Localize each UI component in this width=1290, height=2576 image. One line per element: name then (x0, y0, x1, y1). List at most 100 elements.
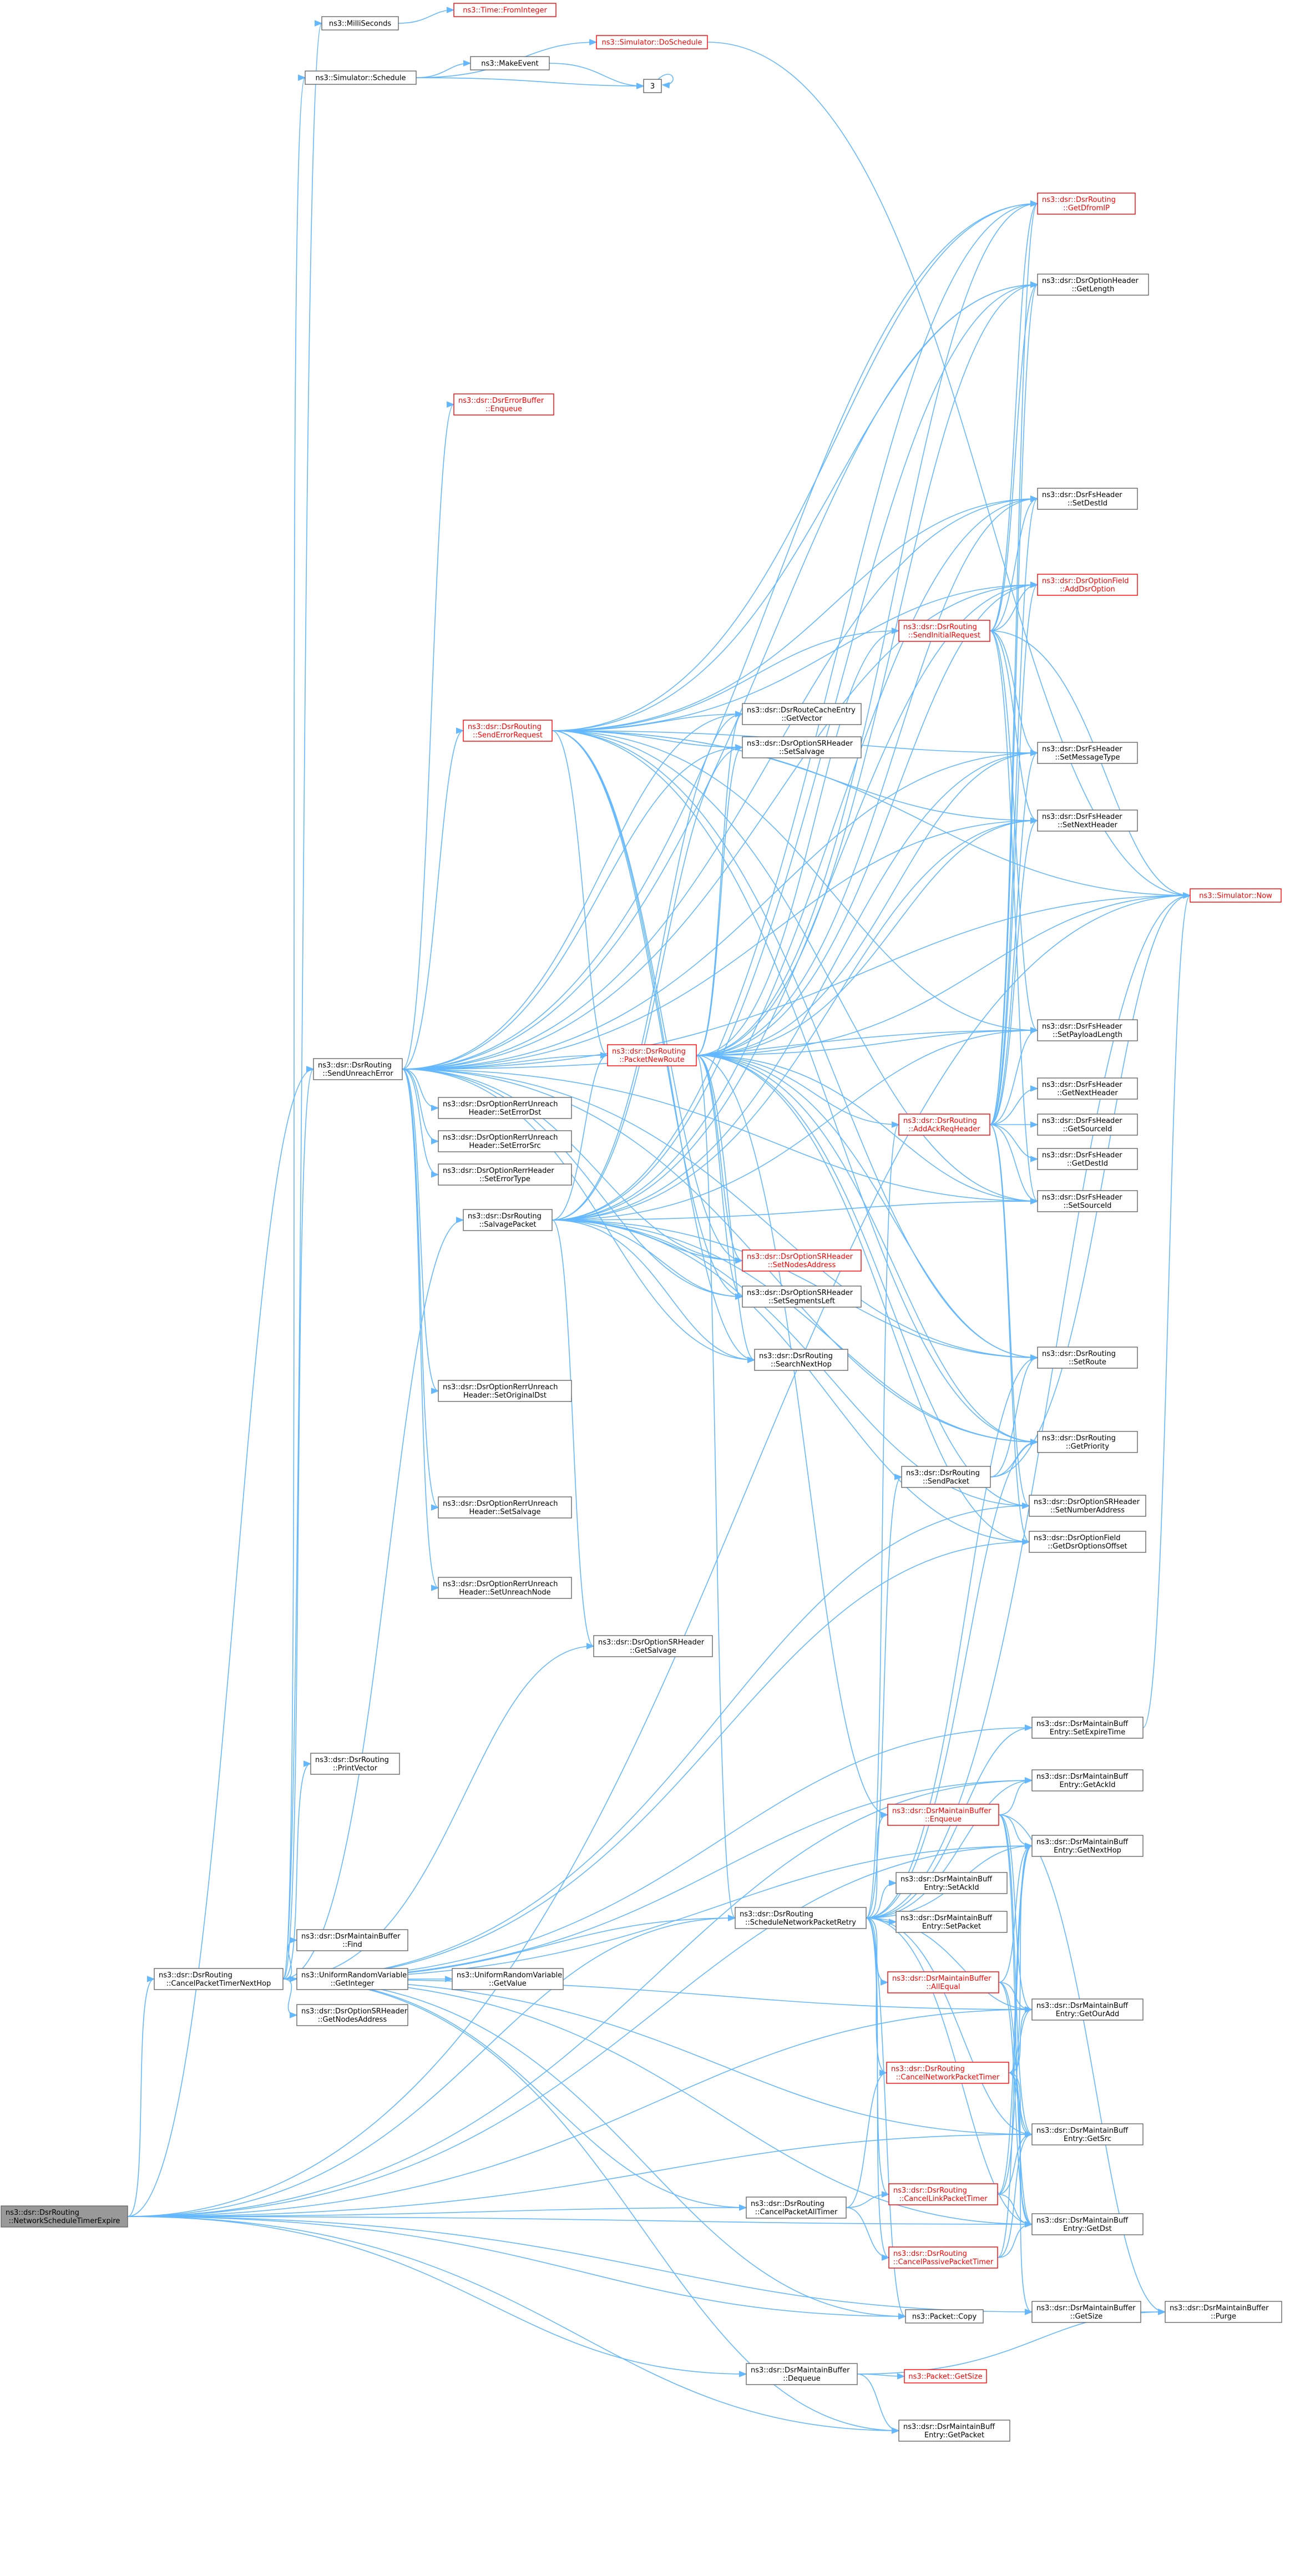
node-ssid[interactable]: ns3::dsr::DsrFsHeader::SetSourceId (1037, 1190, 1138, 1212)
node-cnpt[interactable]: ns3::dsr::DsrRouting::CancelNetworkPacke… (886, 2062, 1009, 2084)
node-capt[interactable]: ns3::dsr::DsrRouting::CancelPacketAllTim… (746, 2197, 847, 2219)
node-sroute[interactable]: ns3::dsr::DsrRouting::SetRoute (1037, 1347, 1138, 1369)
node-snh[interactable]: ns3::dsr::DsrFsHeader::SetNextHeader (1037, 809, 1138, 832)
node-mkev[interactable]: ns3::MakeEvent (470, 56, 550, 70)
node-sims[interactable]: ns3::Simulator::Schedule (305, 70, 417, 85)
edge-aarh-to-smt (989, 750, 1039, 1125)
edge-ser-to-pnr (552, 730, 609, 1059)
node-box (607, 1044, 697, 1066)
node-gsalv[interactable]: ns3::dsr::DsrOptionSRHeader::GetSalvage (593, 1635, 713, 1657)
edge-mkev-to-three (549, 63, 645, 89)
node-gsid[interactable]: ns3::dsr::DsrFsHeader::GetSourceId (1037, 1114, 1138, 1136)
node-getint[interactable]: ns3::UniformRandomVariable::GetInteger (296, 1968, 408, 1990)
node-tfi[interactable]: ns3::Time::FromInteger (453, 3, 557, 17)
node-label-line: ::SetDestId (1068, 499, 1107, 508)
node-ohlen[interactable]: ns3::dsr::DsrOptionHeader::GetLength (1037, 274, 1149, 296)
node-srsalv[interactable]: ns3::dsr::DsrOptionSRHeader::SetSalvage (742, 736, 862, 758)
node-smt[interactable]: ns3::dsr::DsrFsHeader::SetMessageType (1037, 742, 1138, 764)
node-getdfip[interactable]: ns3::dsr::DsrRouting::GetDfromIP (1037, 193, 1136, 215)
node-rcgv[interactable]: ns3::dsr::DsrRouteCacheEntry::GetVector (742, 703, 862, 725)
node-salvp[interactable]: ns3::dsr::DsrRouting::SalvagePacket (463, 1209, 553, 1231)
node-copy[interactable]: ns3::Packet::Copy (905, 2309, 984, 2324)
node-sod[interactable]: ns3::dsr::DsrOptionRerrUnreachHeader::Se… (438, 1380, 572, 1402)
node-sir[interactable]: ns3::dsr::DsrRouting::SendInitialRequest (898, 620, 990, 642)
node-pgsize[interactable]: ns3::Packet::GetSize (904, 2369, 987, 2383)
node-ssegl[interactable]: ns3::dsr::DsrOptionSRHeader::SetSegments… (742, 1286, 862, 1308)
node-purge[interactable]: ns3::dsr::DsrMaintainBuffer::Purge (1165, 2301, 1282, 2323)
node-gprio[interactable]: ns3::dsr::DsrRouting::GetPriority (1037, 1431, 1138, 1453)
node-cppt[interactable]: ns3::dsr::DsrRouting::CancelPassivePacke… (888, 2246, 998, 2269)
node-gdid[interactable]: ns3::dsr::DsrFsHeader::GetDestId (1037, 1148, 1138, 1170)
node-label-line: ::SetSegmentsLeft (768, 1297, 835, 1305)
node-pvec[interactable]: ns3::dsr::DsrRouting::PrintVector (310, 1753, 400, 1775)
node-label-line: Entry::GetAckId (1060, 1781, 1116, 1789)
node-spl[interactable]: ns3::dsr::DsrFsHeader::SetPayloadLength (1037, 1019, 1138, 1041)
edge-cppt-to-gsrc (997, 2131, 1033, 2258)
node-three[interactable]: 3 (643, 79, 662, 93)
node-pnr[interactable]: ns3::dsr::DsrRouting::PacketNewRoute (607, 1044, 697, 1066)
node-gsize[interactable]: ns3::dsr::DsrMaintainBuffer::GetSize (1031, 2301, 1141, 2323)
node-rsalv[interactable]: ns3::dsr::DsrOptionRerrUnreachHeader::Se… (438, 1496, 572, 1519)
node-label-line: ::CancelLinkPacketTimer (899, 2195, 988, 2203)
node-gours[interactable]: ns3::dsr::DsrMaintainBuffEntry::GetOurAd… (1031, 1998, 1144, 2021)
node-snhop[interactable]: ns3::dsr::DsrRouting::SearchNextHop (754, 1349, 848, 1371)
edge-cpt-to-gsrc (282, 1978, 1033, 2138)
node-ms[interactable]: ns3::MilliSeconds (321, 16, 399, 31)
node-label-line: ::GetDfromIP (1063, 204, 1110, 212)
node-gnhop[interactable]: ns3::dsr::DsrMaintainBuffEntry::GetNextH… (1031, 1835, 1144, 1857)
node-root[interactable]: ns3::dsr::DsrRouting::NetworkScheduleTim… (1, 2205, 128, 2228)
node-allequal[interactable]: ns3::dsr::DsrMaintainBuffer::AllEqual (887, 1971, 999, 1993)
node-mbenq[interactable]: ns3::dsr::DsrMaintainBuffer::Enqueue (887, 1804, 999, 1826)
edge-seu-to-setdest (402, 495, 1039, 1070)
node-sexp[interactable]: ns3::dsr::DsrMaintainBuffEntry::SetExpir… (1031, 1717, 1144, 1739)
edge-seu-to-getdfip (402, 200, 1039, 1070)
node-gdoo[interactable]: ns3::dsr::DsrOptionField::GetDsrOptionsO… (1029, 1531, 1146, 1553)
edge-sims-to-mkev (416, 60, 472, 78)
node-box (1029, 1495, 1146, 1517)
node-spkt[interactable]: ns3::dsr::DsrMaintainBuffEntry::SetPacke… (896, 1911, 1008, 1933)
node-deq[interactable]: ns3::dsr::DsrMaintainBuffer::Dequeue (746, 2363, 858, 2385)
edge-salvp-to-snh (552, 817, 1039, 1221)
node-snpr[interactable]: ns3::dsr::DsrRouting::ScheduleNetworkPac… (735, 1907, 867, 1929)
node-snodes[interactable]: ns3::dsr::DsrOptionSRHeader::SetNodesAdd… (742, 1249, 862, 1272)
node-sendp[interactable]: ns3::dsr::DsrRouting::SendPacket (901, 1466, 991, 1488)
node-box (746, 2197, 847, 2219)
node-ser[interactable]: ns3::dsr::DsrRouting::SendErrorRequest (463, 720, 553, 742)
node-gpkt[interactable]: ns3::dsr::DsrMaintainBuffEntry::GetPacke… (898, 2420, 1010, 2442)
node-sun[interactable]: ns3::dsr::DsrOptionRerrUnreachHeader::Se… (438, 1577, 572, 1599)
node-serrtype[interactable]: ns3::dsr::DsrOptionRerrHeader::SetErrorT… (438, 1163, 572, 1186)
node-clpt[interactable]: ns3::dsr::DsrRouting::CancelLinkPacketTi… (888, 2183, 998, 2205)
node-label-line: ns3::Simulator::Now (1199, 892, 1272, 900)
node-label-line: ns3::dsr::DsrMaintainBuff (901, 1875, 993, 1884)
node-gnodes[interactable]: ns3::dsr::DsrOptionSRHeader::GetNodesAdd… (296, 2004, 408, 2026)
edge-sims-to-three (416, 77, 645, 89)
node-getval[interactable]: ns3::UniformRandomVariable::GetValue (452, 1968, 564, 1990)
node-now[interactable]: ns3::Simulator::Now (1190, 888, 1282, 903)
node-snumaddr[interactable]: ns3::dsr::DsrOptionSRHeader::SetNumberAd… (1029, 1495, 1146, 1517)
edge-clpt-to-gours (997, 2006, 1033, 2195)
edge-pnr-to-snhop (696, 1055, 756, 1363)
node-addopt[interactable]: ns3::dsr::DsrOptionField::AddDsrOption (1037, 574, 1138, 596)
node-box (742, 736, 862, 758)
node-dosch[interactable]: ns3::Simulator::DoSchedule (596, 35, 708, 49)
node-find[interactable]: ns3::dsr::DsrMaintainBuffer::Find (296, 1929, 408, 1951)
node-aarh[interactable]: ns3::dsr::DsrRouting::AddAckReqHeader (898, 1114, 990, 1136)
node-cpt[interactable]: ns3::dsr::DsrRouting::CancelPacketTimerN… (154, 1968, 284, 1990)
edge-snpr-to-sendp (866, 1474, 903, 1919)
node-serrsrc[interactable]: ns3::dsr::DsrOptionRerrUnreachHeader::Se… (438, 1130, 572, 1152)
edge-aarh-to-addopt (989, 581, 1039, 1125)
node-seu[interactable]: ns3::dsr::DsrRouting::SendUnreachError (313, 1058, 403, 1080)
node-ebenq[interactable]: ns3::dsr::DsrErrorBuffer::Enqueue (453, 393, 554, 416)
node-setdest[interactable]: ns3::dsr::DsrFsHeader::SetDestId (1037, 488, 1138, 510)
edge-seu-to-addopt (402, 581, 1039, 1070)
node-label-line: ns3::dsr::DsrOptionSRHeader (747, 1253, 853, 1261)
edge-sir-to-getdfip (989, 200, 1039, 631)
edge-salvp-to-ssegl (552, 1219, 743, 1300)
node-serrdst[interactable]: ns3::dsr::DsrOptionRerrUnreachHeader::Se… (438, 1097, 572, 1119)
node-label-line: ::SetSalvage (779, 748, 824, 756)
node-gnh[interactable]: ns3::dsr::DsrFsHeader::GetNextHeader (1037, 1077, 1138, 1100)
